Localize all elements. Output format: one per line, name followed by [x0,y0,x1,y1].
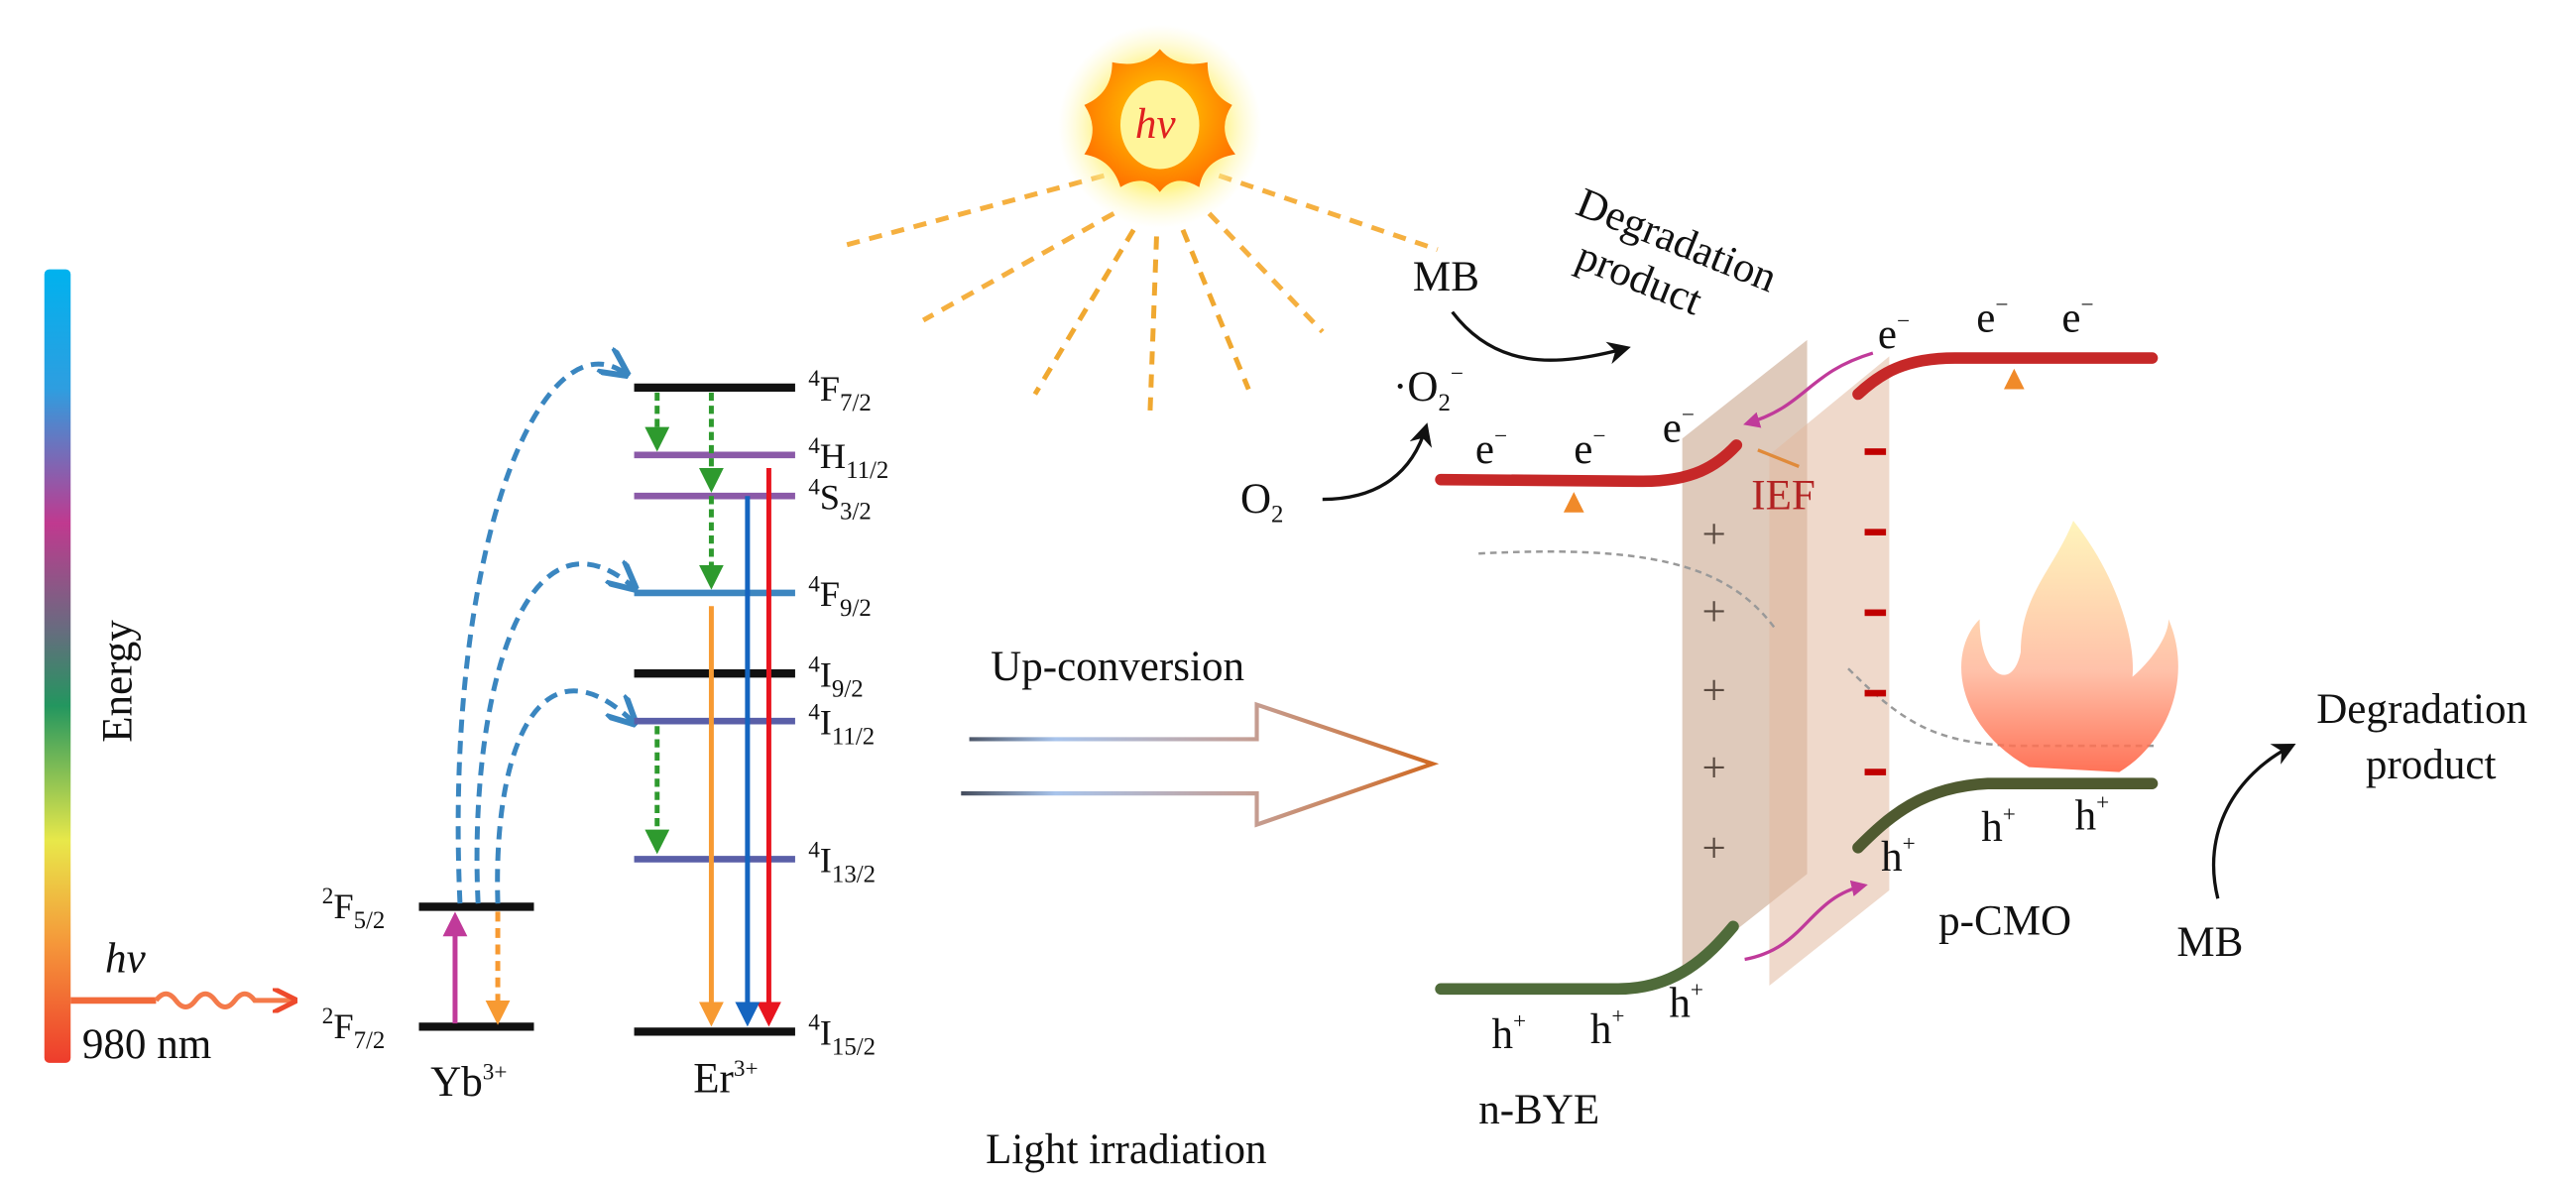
ief-direction-arrow [1757,448,1800,468]
er-level-label: 4F7/2 [808,366,872,416]
er-level-label: 4S3/2 [808,475,872,526]
positive-charges: + + + + + [1702,512,1726,872]
n-bye-valence-band [1435,920,1739,996]
sun-rays [840,173,1439,414]
minus-sign [1864,609,1887,617]
hole-label: h+ [2075,790,2110,840]
hollow-arrow [961,701,1440,828]
plus-sign: + [1702,668,1726,715]
er-level-label: 4I11/2 [808,700,875,751]
electron-label: e− [1574,423,1605,473]
superoxide-label: ·O2− [1393,361,1464,416]
electron-label: e− [1663,403,1695,452]
minus-sign [1864,689,1887,697]
electron-label: e− [1878,308,1910,358]
energy-gradient-bar [44,269,71,1063]
mb-top-label: MB [1413,254,1479,300]
o2-to-superoxide-arrow [1322,422,1433,502]
p-side-depletion-plane [1769,356,1890,986]
minus-sign [1864,448,1887,455]
plus-sign: + [1702,826,1726,873]
er-level-label: 4F9/2 [808,571,872,622]
wavy-photon-arrow [154,994,293,1006]
upconversion-label: Up-conversion [991,644,1244,690]
minus-sign [1864,768,1887,775]
hole-label: h+ [1590,1004,1625,1053]
yb-level-label: 2F5/2 [322,884,386,934]
energy-transfer-arc-2 [474,564,633,904]
plus-sign: + [1702,512,1726,558]
light-irradiation-label: Light irradiation [986,1126,1266,1173]
energy-transfer-arc-3 [495,688,633,904]
energy-transfer-arcs [455,364,633,904]
hole-label: h+ [1491,1008,1526,1058]
plus-sign: + [1702,589,1726,636]
electron-label: e− [2061,293,2093,342]
p-cmo-conduction-band [1852,352,2159,401]
ief-label: IEF [1751,472,1815,519]
hole-transfer-arrow [1744,880,1868,962]
plus-sign: + [1702,746,1726,792]
er-level-label: 4H11/2 [808,433,888,484]
excitation-wavelength-label: 980 nm [82,1021,211,1068]
hole-label: h+ [1981,801,2016,851]
sun-icon: hv [840,24,1439,414]
n-bye-label: n-BYE [1478,1087,1599,1133]
minus-sign [1864,529,1887,535]
mb-right-label: MB [2176,919,2243,966]
electron-label: e− [1475,423,1507,473]
excitation-hv-label: hv [105,936,147,983]
flame-icon [1961,521,2178,772]
sun-core [1119,80,1200,170]
hole-label: h+ [1669,978,1703,1027]
electron-label: e− [1976,293,2008,342]
hole-label: h+ [1881,831,1916,881]
degradation-top-label: Degradationproduct [1552,179,1784,347]
excitation-photon: hv 980 nm [70,936,293,1068]
yb-ion-label: Yb3+ [430,1059,507,1106]
p-cmo-label: p-CMO [1938,898,2071,945]
energy-transfer-arc-1 [455,364,625,904]
mb-right-to-product-arrow [2211,743,2296,899]
er-level-label: 4I9/2 [808,652,863,703]
p-cmo-valence-band [1852,777,2159,854]
er-level-label: 4I13/2 [808,838,876,888]
er-transitions [644,392,781,1027]
charge-carriers: e− e− e− e− e− e− h+ h+ h+ h+ h+ h+ [1475,293,2109,1058]
er-ion-label: Er3+ [693,1056,758,1103]
energy-axis: Energy [44,269,142,1063]
er-level-label: 4I15/2 [808,1010,876,1061]
upconversion-arrow: Up-conversion Light irradiation [961,644,1440,1173]
heterojunction: + + + + + IEF e− e− e− e− e− e− h+ h+ h+ h+ h+ h+ n-BYE… [1240,179,2527,1133]
n-bye-conduction-band [1435,439,1743,488]
negative-charges [1864,448,1887,775]
sun-hv-label: hv [1135,101,1177,148]
yb-level-label: 2F7/2 [322,1004,386,1054]
mb-to-product-arrow [1451,310,1631,365]
o2-label: O2 [1240,476,1284,529]
energy-axis-label: Energy [95,620,142,743]
yb-energy-levels: 2F5/2 2F7/2 Yb3+ [322,884,534,1106]
electron-transfer-arrow [1743,351,1874,428]
